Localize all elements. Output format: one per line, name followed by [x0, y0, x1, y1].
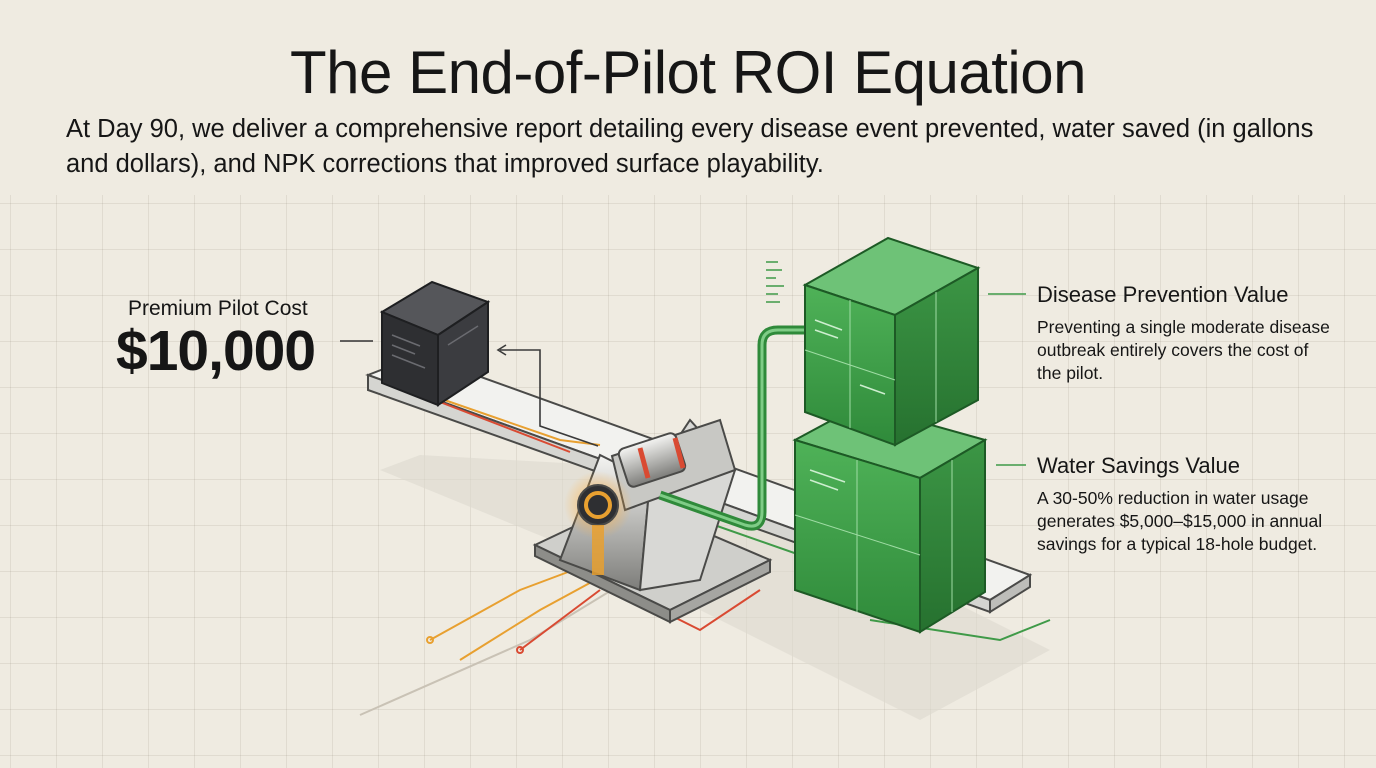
disease-prevention-description: Preventing a single moderate disease out…	[1037, 317, 1330, 383]
water-savings-title: Water Savings Value	[1037, 453, 1240, 478]
page-title: The End-of-Pilot ROI Equation	[290, 39, 1086, 106]
green-pipe	[658, 325, 808, 531]
data-tick-marks	[766, 261, 784, 303]
leader-lines	[340, 293, 1026, 466]
disease-prevention-cube	[802, 236, 981, 447]
pilot-cost-label: Premium Pilot Cost	[128, 297, 308, 320]
pilot-cost-value: $10,000	[116, 319, 316, 383]
pilot-cost-cube	[379, 280, 491, 407]
water-savings-description: A 30-50% reduction in water usage genera…	[1037, 488, 1323, 554]
page-subtitle: At Day 90, we deliver a comprehensive re…	[66, 115, 1314, 178]
feedback-arrow	[496, 344, 599, 447]
disease-prevention-title: Disease Prevention Value	[1037, 282, 1289, 307]
